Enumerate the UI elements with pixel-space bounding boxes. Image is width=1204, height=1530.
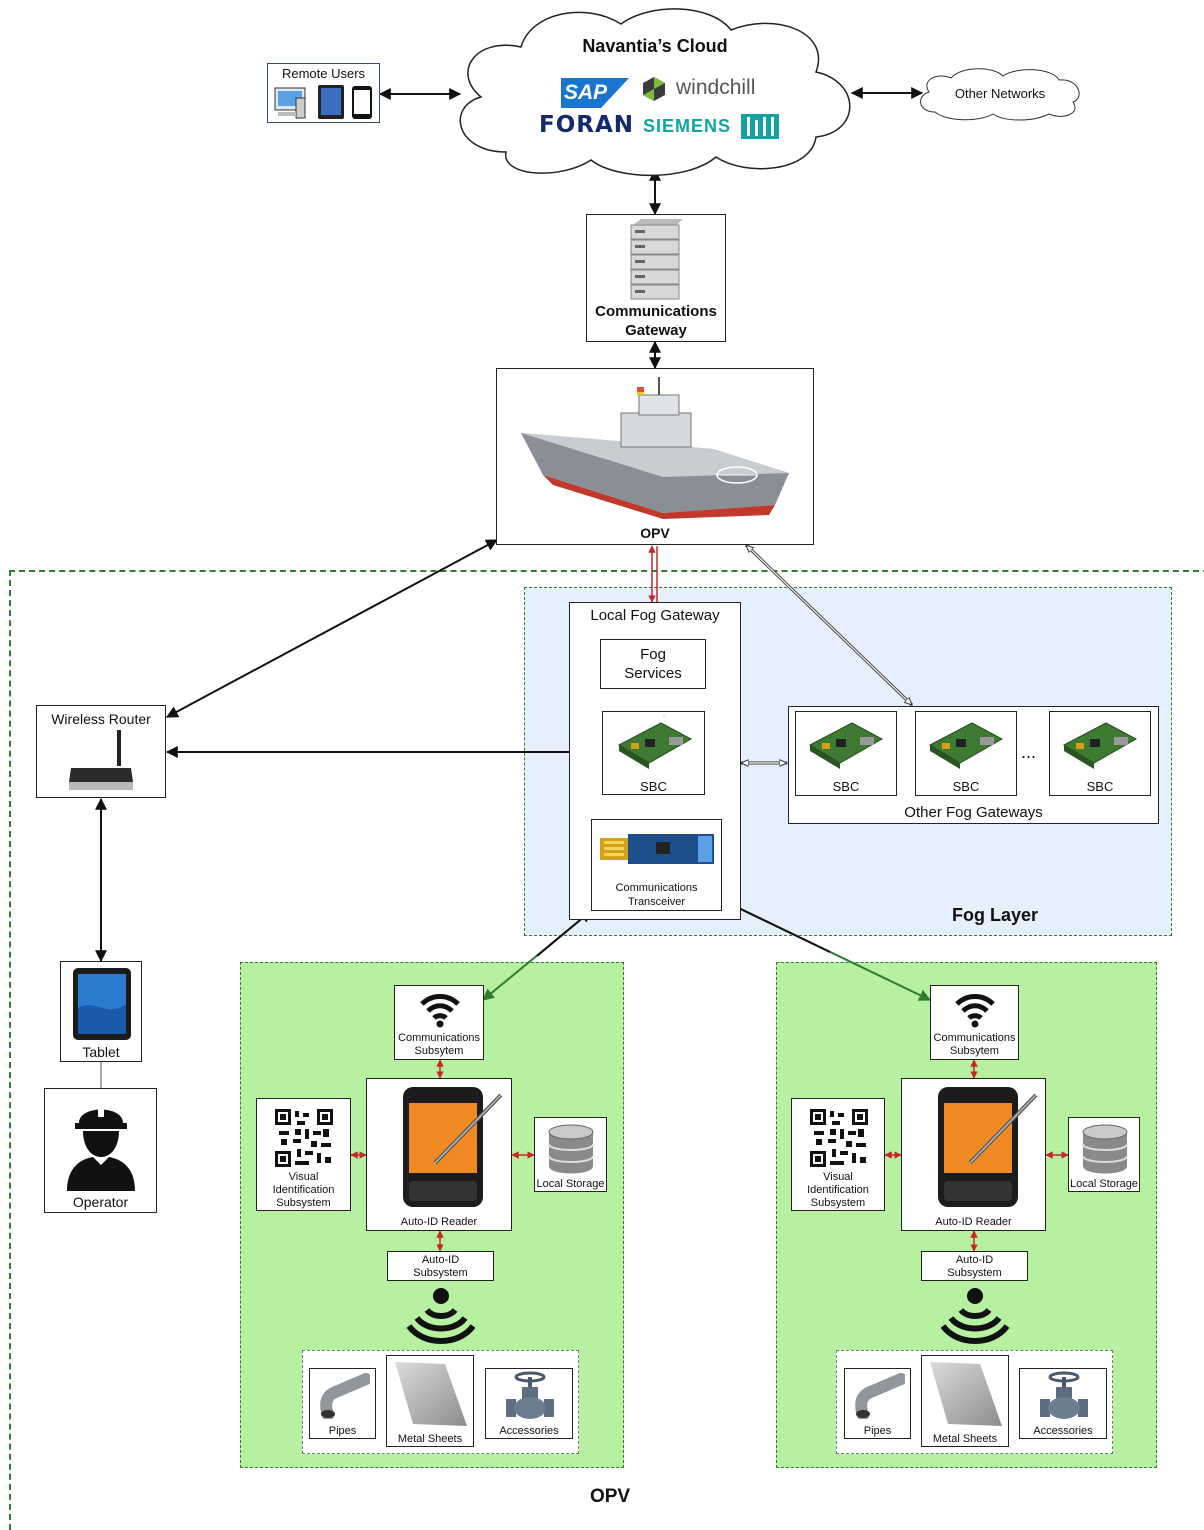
pipes-item-right: Pipes xyxy=(844,1368,911,1439)
other-sbc-2: SBC xyxy=(915,711,1017,796)
ship-label: OPV xyxy=(640,525,670,541)
accessories-item-right: Accessories xyxy=(1019,1368,1107,1439)
comm-subsystem-left: Communications Subsytem xyxy=(394,985,484,1060)
tablet-box: Tablet xyxy=(60,961,142,1062)
fog-layer-label: Fog Layer xyxy=(952,905,1039,925)
gateway-label-1: Communications xyxy=(595,303,717,320)
transceiver-box: Communications Transceiver xyxy=(591,819,722,911)
pipe-icon xyxy=(320,1373,370,1419)
ship-router-link xyxy=(165,539,499,718)
rfid-signal-icon xyxy=(941,1288,1009,1344)
valve-icon xyxy=(1040,1371,1088,1419)
metal-sheet-icon xyxy=(930,1362,1002,1426)
router-label: Wireless Router xyxy=(51,711,151,727)
bottom-opv-label: OPV xyxy=(589,1486,631,1507)
other-networks-cloud xyxy=(920,68,1080,121)
ship-box: OPV xyxy=(496,368,814,545)
valve-icon xyxy=(506,1371,554,1419)
sbc-board-icon xyxy=(617,715,693,769)
metal-sheets-item-left: Metal Sheets xyxy=(386,1355,474,1447)
windchill-logo: windchill xyxy=(642,74,772,104)
comm-subsystem-right: Communications Subsytem xyxy=(930,985,1019,1060)
cloud-title: Navantia’s Cloud xyxy=(582,36,728,56)
server-icon xyxy=(630,219,683,300)
pipes-item-left: Pipes xyxy=(309,1368,376,1439)
sbc-board-icon xyxy=(928,722,1004,769)
database-icon xyxy=(1082,1124,1128,1174)
communications-gateway: Communications Gateway xyxy=(586,214,726,342)
reader-label: Auto-ID Reader xyxy=(400,1216,478,1228)
other-sbc-3: SBC xyxy=(1049,711,1151,796)
other-sbc-1: SBC xyxy=(795,711,897,796)
accessories-item-left: Accessories xyxy=(485,1368,573,1439)
pda-icon xyxy=(403,1087,503,1207)
operator-box: Operator xyxy=(44,1088,157,1213)
wifi-icon xyxy=(955,994,995,1028)
metal-sheets-item-right: Metal Sheets xyxy=(921,1355,1009,1447)
sap-logo: SAP xyxy=(561,78,629,108)
local-fog-gateway-label: Local Fog Gateway xyxy=(590,607,720,624)
local-storage-left: Local Storage xyxy=(534,1117,607,1192)
devices-icon xyxy=(274,85,372,119)
wireless-router: Wireless Router xyxy=(36,705,166,798)
auto-id-reader-left: Auto-ID Reader xyxy=(366,1078,512,1231)
wifi-icon xyxy=(420,994,460,1028)
database-icon xyxy=(548,1124,594,1174)
autoid-subsystem-left: Auto-ID Subsystem xyxy=(387,1251,494,1281)
visual-id-right: Visual Identification Subsystem xyxy=(791,1098,885,1211)
other-fog-gateways-label: Other Fog Gateways xyxy=(904,804,1043,821)
local-storage-right: Local Storage xyxy=(1068,1117,1140,1192)
sbc-label: SBC xyxy=(640,779,667,794)
router-icon xyxy=(69,730,133,790)
metal-sheet-icon xyxy=(395,1362,467,1426)
visual-id-left: Visual Identification Subsystem xyxy=(256,1098,351,1211)
fog-services-box: Fog Services xyxy=(600,639,706,689)
remote-users-label: Remote Users xyxy=(281,66,366,81)
qr-code-icon xyxy=(275,1109,333,1167)
opv-dashed-region xyxy=(9,570,1204,1530)
transceiver-icon xyxy=(600,834,714,864)
remote-users-box: Remote Users xyxy=(267,63,380,123)
pipe-icon xyxy=(855,1373,905,1419)
pda-icon xyxy=(938,1087,1038,1207)
foran-logo: FORAN xyxy=(539,112,635,138)
auto-id-reader-right: Auto-ID Reader xyxy=(901,1078,1046,1231)
operator-icon xyxy=(67,1103,135,1191)
gateway-label-2: Gateway xyxy=(625,322,687,339)
other-networks-label: Other Networks xyxy=(954,86,1046,101)
tablet-icon xyxy=(73,968,131,1040)
autoid-subsystem-right: Auto-ID Subsystem xyxy=(921,1251,1028,1281)
tablet-label: Tablet xyxy=(82,1044,120,1060)
rfid-signal-icon xyxy=(407,1288,475,1344)
reader-label: Auto-ID Reader xyxy=(935,1216,1012,1228)
qr-code-icon xyxy=(810,1109,868,1167)
ellipsis: ... xyxy=(1021,742,1037,762)
ship-icon xyxy=(521,377,789,519)
sbc-board-icon xyxy=(1062,722,1138,769)
operator-label: Operator xyxy=(72,1194,129,1210)
sbc-box: SBC xyxy=(602,711,705,795)
siemens-logo: SIEMENS xyxy=(643,116,732,136)
siemens-plm-icon xyxy=(741,114,779,139)
sbc-board-icon xyxy=(808,722,884,769)
